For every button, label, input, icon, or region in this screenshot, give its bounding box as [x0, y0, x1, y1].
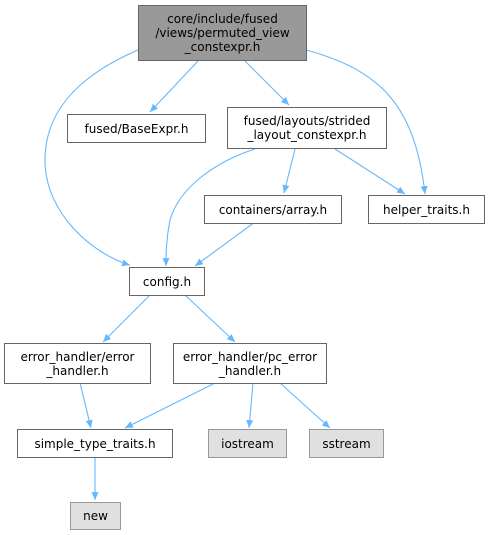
- node-label-line: /views/permuted_view: [155, 26, 290, 40]
- edge-strided-array: [282, 148, 296, 194]
- edge-root-helper: [305, 49, 428, 195]
- edge-strided-helper: [334, 148, 406, 195]
- node-iostream: iostream: [208, 429, 287, 458]
- node-label: iostream: [221, 436, 274, 451]
- node-label: helper_traits.h: [383, 202, 470, 217]
- edge-errh-simple: [79, 382, 93, 429]
- node-root-permuted-view-constexpr: core/include/fused /views/permuted_view …: [138, 5, 307, 61]
- node-helper-traits[interactable]: helper_traits.h: [368, 195, 485, 224]
- node-label: containers/array.h: [218, 202, 328, 217]
- node-simple-type-traits[interactable]: simple_type_traits.h: [17, 429, 173, 458]
- node-label: config.h: [142, 274, 192, 289]
- node-strided-layout-constexpr[interactable]: fused/layouts/strided _layout_constexpr.…: [227, 107, 387, 149]
- node-containers-array[interactable]: containers/array.h: [204, 195, 342, 224]
- node-label-line: _layout_constexpr.h: [247, 128, 367, 142]
- edge-root-strided: [244, 60, 290, 106]
- node-label: new: [83, 509, 108, 523]
- node-label-line: core/include/fused: [167, 12, 278, 26]
- node-label: fused/BaseExpr.h: [84, 121, 189, 136]
- node-sstream: sstream: [309, 429, 384, 458]
- node-error-handler[interactable]: error_handler/error _handler.h: [4, 343, 151, 384]
- edge-array-config: [194, 221, 256, 267]
- node-label-line: error_handler/pc_error: [182, 349, 318, 364]
- edge-root-config: [44, 49, 139, 267]
- node-baseexpr[interactable]: fused/BaseExpr.h: [67, 114, 206, 143]
- node-new: new: [70, 502, 121, 530]
- node-label: simple_type_traits.h: [34, 436, 156, 451]
- node-config[interactable]: config.h: [129, 267, 205, 296]
- node-label-line: _handler.h: [46, 363, 109, 378]
- node-label-line: fused/layouts/strided: [243, 114, 371, 128]
- edge-config-errh: [102, 294, 151, 343]
- node-label-line: _handler.h: [218, 363, 282, 378]
- edge-config-pcerr: [184, 294, 236, 343]
- edge-strided-config: [162, 148, 256, 267]
- node-pc-error-handler[interactable]: error_handler/pc_error _handler.h: [173, 343, 327, 384]
- edge-pcerr-sstream: [279, 382, 331, 429]
- edge-pcerr-iostream: [246, 382, 254, 429]
- node-label-line: error_handler/error: [20, 349, 135, 364]
- edge-root-baseexpr: [149, 60, 199, 113]
- node-label: sstream: [322, 436, 371, 451]
- edge-pcerr-simple: [124, 382, 216, 429]
- node-label-line: _constexpr.h: [184, 40, 261, 54]
